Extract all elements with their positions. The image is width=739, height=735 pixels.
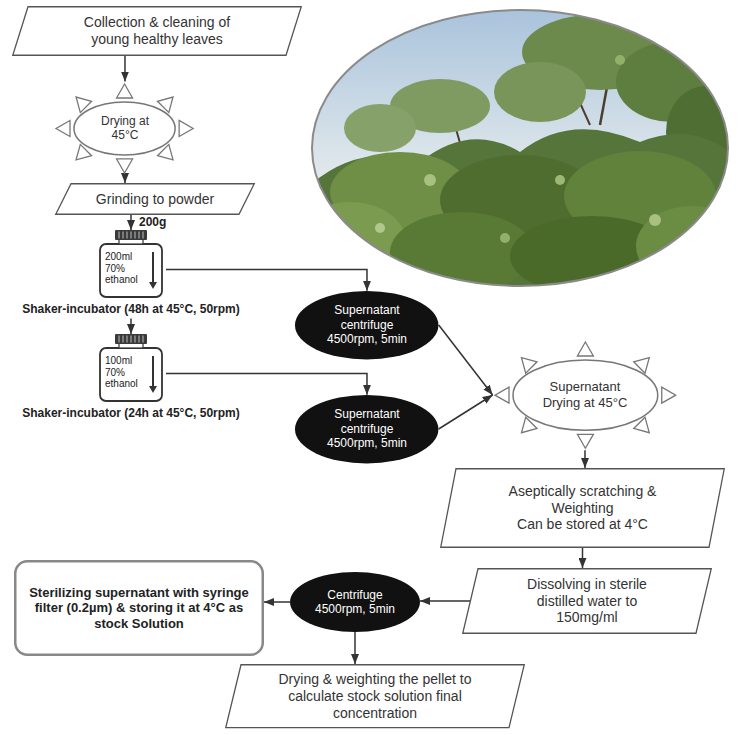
flow-arrow (439, 325, 493, 395)
drying-step: Drying at 45°C (54, 82, 195, 175)
parallelogram-outline (56, 184, 255, 215)
sun-ray (180, 120, 194, 136)
sun-ray (117, 84, 133, 98)
node-text: 200ml 70% ethanol (105, 251, 145, 286)
flow-arrow (264, 601, 290, 603)
bottle-cap (115, 334, 147, 344)
node-text: Sterilizing supernatant with syringe fil… (26, 585, 252, 632)
parallelogram-outline (13, 7, 302, 56)
node-text: Shaker-incubator (24h at 45°C, 50rpm) (3, 406, 259, 420)
flow-arrow (439, 395, 493, 429)
cap-ridge (127, 336, 128, 343)
process-parallelogram: Aseptically scratching & WeightingCan be… (440, 468, 725, 548)
edge-label: 200g (137, 215, 168, 229)
cap-ridge (127, 232, 128, 239)
cap-ridge (131, 232, 132, 239)
node-text: Drying & weighting the pellet to calcula… (275, 671, 475, 721)
sun-oval (513, 360, 658, 430)
flow-arrow (124, 56, 126, 82)
centrifuge-ellipse: Supernatant centrifuge 4500rpm, 5min (295, 291, 438, 359)
pour-arrow (152, 356, 154, 386)
drying-step: Supernatant Drying at 45°C (493, 340, 678, 450)
cap-ridge (119, 336, 120, 343)
cap-ridge (143, 336, 144, 343)
cap-ridge (123, 232, 124, 239)
centrifuge-ellipse: Supernatant centrifuge 4500rpm, 5min (295, 395, 438, 463)
node-text: Centrifuge 4500rpm, 5min (310, 588, 400, 617)
node-text: Shaker-incubator (48h at 45°C, 50rpm) (3, 302, 259, 316)
pour-arrowhead (149, 386, 157, 393)
process-parallelogram: Grinding to powder (55, 183, 255, 215)
photo-scene (294, 8, 739, 296)
cap-ridge (143, 232, 144, 239)
flow-arrow (166, 269, 367, 290)
flow-arrow (584, 450, 586, 468)
cap-ridge (135, 336, 136, 343)
cap-ridge (139, 232, 140, 239)
parallelogram-outline (463, 569, 712, 634)
flow-arrow (124, 174, 126, 183)
flow-arrow (354, 632, 356, 664)
pour-arrowhead (149, 282, 157, 289)
node-text: Dissolving in sterile distilled water to… (517, 576, 657, 626)
flow-arrow (420, 600, 470, 602)
pour-arrow (152, 252, 154, 282)
node-text: Can be stored at 4°C (508, 516, 658, 533)
sun-oval (74, 102, 175, 155)
result-box: Sterilizing supernatant with syringe fil… (14, 560, 264, 656)
sun-ray (661, 387, 675, 403)
ellipse-fill (295, 395, 438, 463)
sun-ray (577, 342, 593, 356)
node-text: Supernatant centrifuge 4500rpm, 5min (321, 407, 413, 450)
bottle-body (100, 348, 162, 401)
process-parallelogram: Dissolving in sterile distilled water to… (462, 568, 712, 634)
node-text: Supernatant Drying at 45°C (530, 379, 640, 410)
node-text: Collection & cleaning of young healthy l… (67, 14, 247, 48)
node-text: Supernatant centrifuge 4500rpm, 5min (321, 303, 413, 346)
process-parallelogram: Drying & weighting the pellet to calcula… (225, 664, 525, 728)
sun-ray (117, 158, 133, 172)
cap-ridge (123, 336, 124, 343)
extraction-bottle: 200ml 70% ethanolShaker-incubator (48h a… (3, 230, 259, 318)
sun-ray (56, 120, 70, 136)
ellipse-fill (290, 572, 420, 632)
cap-ridge (119, 232, 120, 239)
flow-arrow (130, 318, 132, 334)
parallelogram-outline (226, 665, 525, 728)
flow-arrow (166, 373, 367, 394)
rounded-outline (15, 561, 263, 655)
sun-ray (577, 434, 593, 448)
extraction-bottle: 100ml 70% ethanolShaker-incubator (24h a… (3, 334, 259, 422)
cap-ridge (139, 336, 140, 343)
parallelogram-outline (441, 469, 725, 548)
sun-ray (495, 387, 509, 403)
process-parallelogram: Collection & cleaning of young healthy l… (12, 6, 302, 56)
bottle-body (100, 244, 162, 297)
cap-ridge (131, 336, 132, 343)
bottle-cap (115, 230, 147, 240)
centrifuge-ellipse: Centrifuge 4500rpm, 5min (290, 572, 420, 632)
node-text: Drying at 45°C (90, 114, 160, 143)
photo-frame (312, 10, 728, 286)
node-text: 100ml 70% ethanol (105, 355, 145, 390)
node-text: Grinding to powder (96, 191, 214, 208)
node-text: Aseptically scratching & Weighting (508, 483, 658, 517)
flow-arrow (582, 548, 584, 568)
flow-arrow (130, 215, 132, 230)
cap-ridge (135, 232, 136, 239)
ellipse-fill (295, 291, 438, 359)
